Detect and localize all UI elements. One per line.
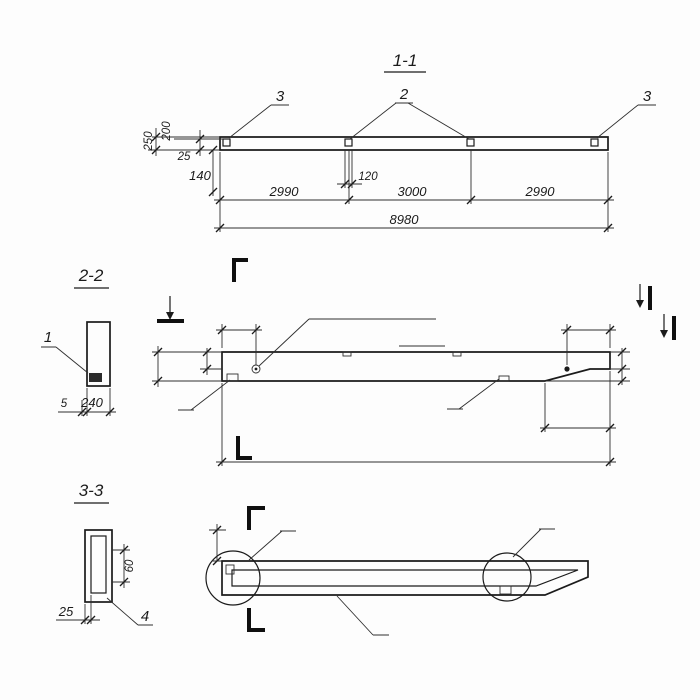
section-mark-right-lower: [660, 314, 676, 340]
callout-1-left: [178, 379, 231, 411]
plan-embed-mid: [499, 585, 512, 595]
callout-3-right: 3: [596, 88, 656, 139]
dim-2990-b: 2990: [525, 184, 556, 199]
top-edge-mark: [342, 351, 352, 357]
embed-plate-mark: [222, 138, 231, 147]
view-2-2-title: 2-2: [78, 266, 104, 285]
dim-60: 60: [124, 559, 136, 572]
embed-plate-section: [89, 373, 102, 382]
callout-3-left: 3: [228, 88, 289, 139]
top-edge-mark: [452, 351, 462, 357]
callout-2: 2: [349, 86, 470, 140]
dim-2990-a: 2990: [269, 184, 300, 199]
plan-inner-walls: [231, 569, 579, 587]
dims-elevation-top: [216, 324, 616, 365]
section-flag-1-left: [157, 296, 184, 323]
hole-60-right: [564, 366, 570, 372]
dim-25-section33: 25: [58, 604, 74, 619]
dims-spans: 2990 120 3000 2990 8980: [214, 150, 614, 233]
section-arrow-down: [660, 330, 668, 338]
dim-250: 250: [143, 131, 155, 152]
view-2-2: 2-2 1 5 240: [41, 266, 116, 417]
section-flag-3-bottom: [247, 608, 265, 632]
callout-4-section33: 4: [106, 597, 153, 626]
svg-text:2: 2: [399, 86, 409, 103]
hole-label: [258, 318, 436, 367]
hole-center-dot: [254, 367, 258, 371]
detail-circle-right: [482, 552, 532, 602]
plan-view: [205, 506, 589, 636]
section-arrow-down: [636, 300, 644, 308]
section-3-3-inner: [90, 535, 107, 594]
section-arrow-down: [166, 312, 174, 320]
beam-section-outline: [219, 136, 609, 151]
embed-plate-mid: [498, 375, 510, 382]
dim-3000: 3000: [398, 184, 428, 199]
svg-text:3: 3: [276, 88, 285, 105]
view-3-3-title: 3-3: [79, 481, 104, 500]
dims-left-stack: 250 200 25 140: [143, 121, 223, 197]
dims-elevation-bottom: [216, 371, 616, 467]
dims-elevation-left: [152, 346, 222, 387]
plan-embed-left: [225, 564, 235, 575]
dim-5: 5: [61, 398, 68, 410]
dim-200: 200: [161, 121, 173, 142]
dim-8980-top: 8980: [390, 212, 420, 227]
dim-140: 140: [189, 168, 211, 183]
elevation-view: [152, 258, 676, 467]
callout-2-plan: [512, 528, 555, 558]
dim-80-group: [209, 524, 226, 566]
svg-text:4: 4: [141, 608, 149, 625]
dims-section33: 60 25: [56, 544, 136, 625]
svg-text:3: 3: [643, 88, 652, 105]
beam-elevation-outline: [221, 351, 611, 382]
callout-1-mid: [447, 378, 500, 410]
dim-25: 25: [177, 151, 191, 163]
embed-plate-mark: [590, 138, 599, 147]
view-3-3: 3-3 60 25 4: [56, 481, 153, 626]
view-1-1: 1-1 3 2 3 250 200 25: [143, 51, 656, 233]
section-flag-2-top: [232, 258, 248, 282]
section-flag-3-top: [247, 506, 265, 530]
embed-plate-mark: [466, 138, 475, 147]
dims-section22: 5 240: [58, 388, 116, 417]
dims-elevation-right: [545, 347, 630, 386]
detail-circle-left: [205, 550, 261, 606]
section-mark-right-upper: [636, 284, 652, 310]
plan-outline: [221, 560, 589, 596]
section-3-3-outer: [84, 529, 113, 603]
callout-1-plan: [248, 530, 296, 561]
svg-text:1: 1: [44, 329, 52, 346]
callout-1-section22: 1: [41, 329, 89, 374]
embed-plate-mark: [344, 138, 353, 147]
view-1-1-title: 1-1: [393, 51, 418, 70]
embed-plate-left: [226, 373, 239, 382]
section-flag-2-bottom: [236, 436, 252, 460]
dim-240: 240: [80, 395, 103, 410]
dim-120: 120: [358, 171, 378, 183]
callout-4-plan: [336, 595, 389, 636]
section-2-2-body: [86, 321, 111, 387]
